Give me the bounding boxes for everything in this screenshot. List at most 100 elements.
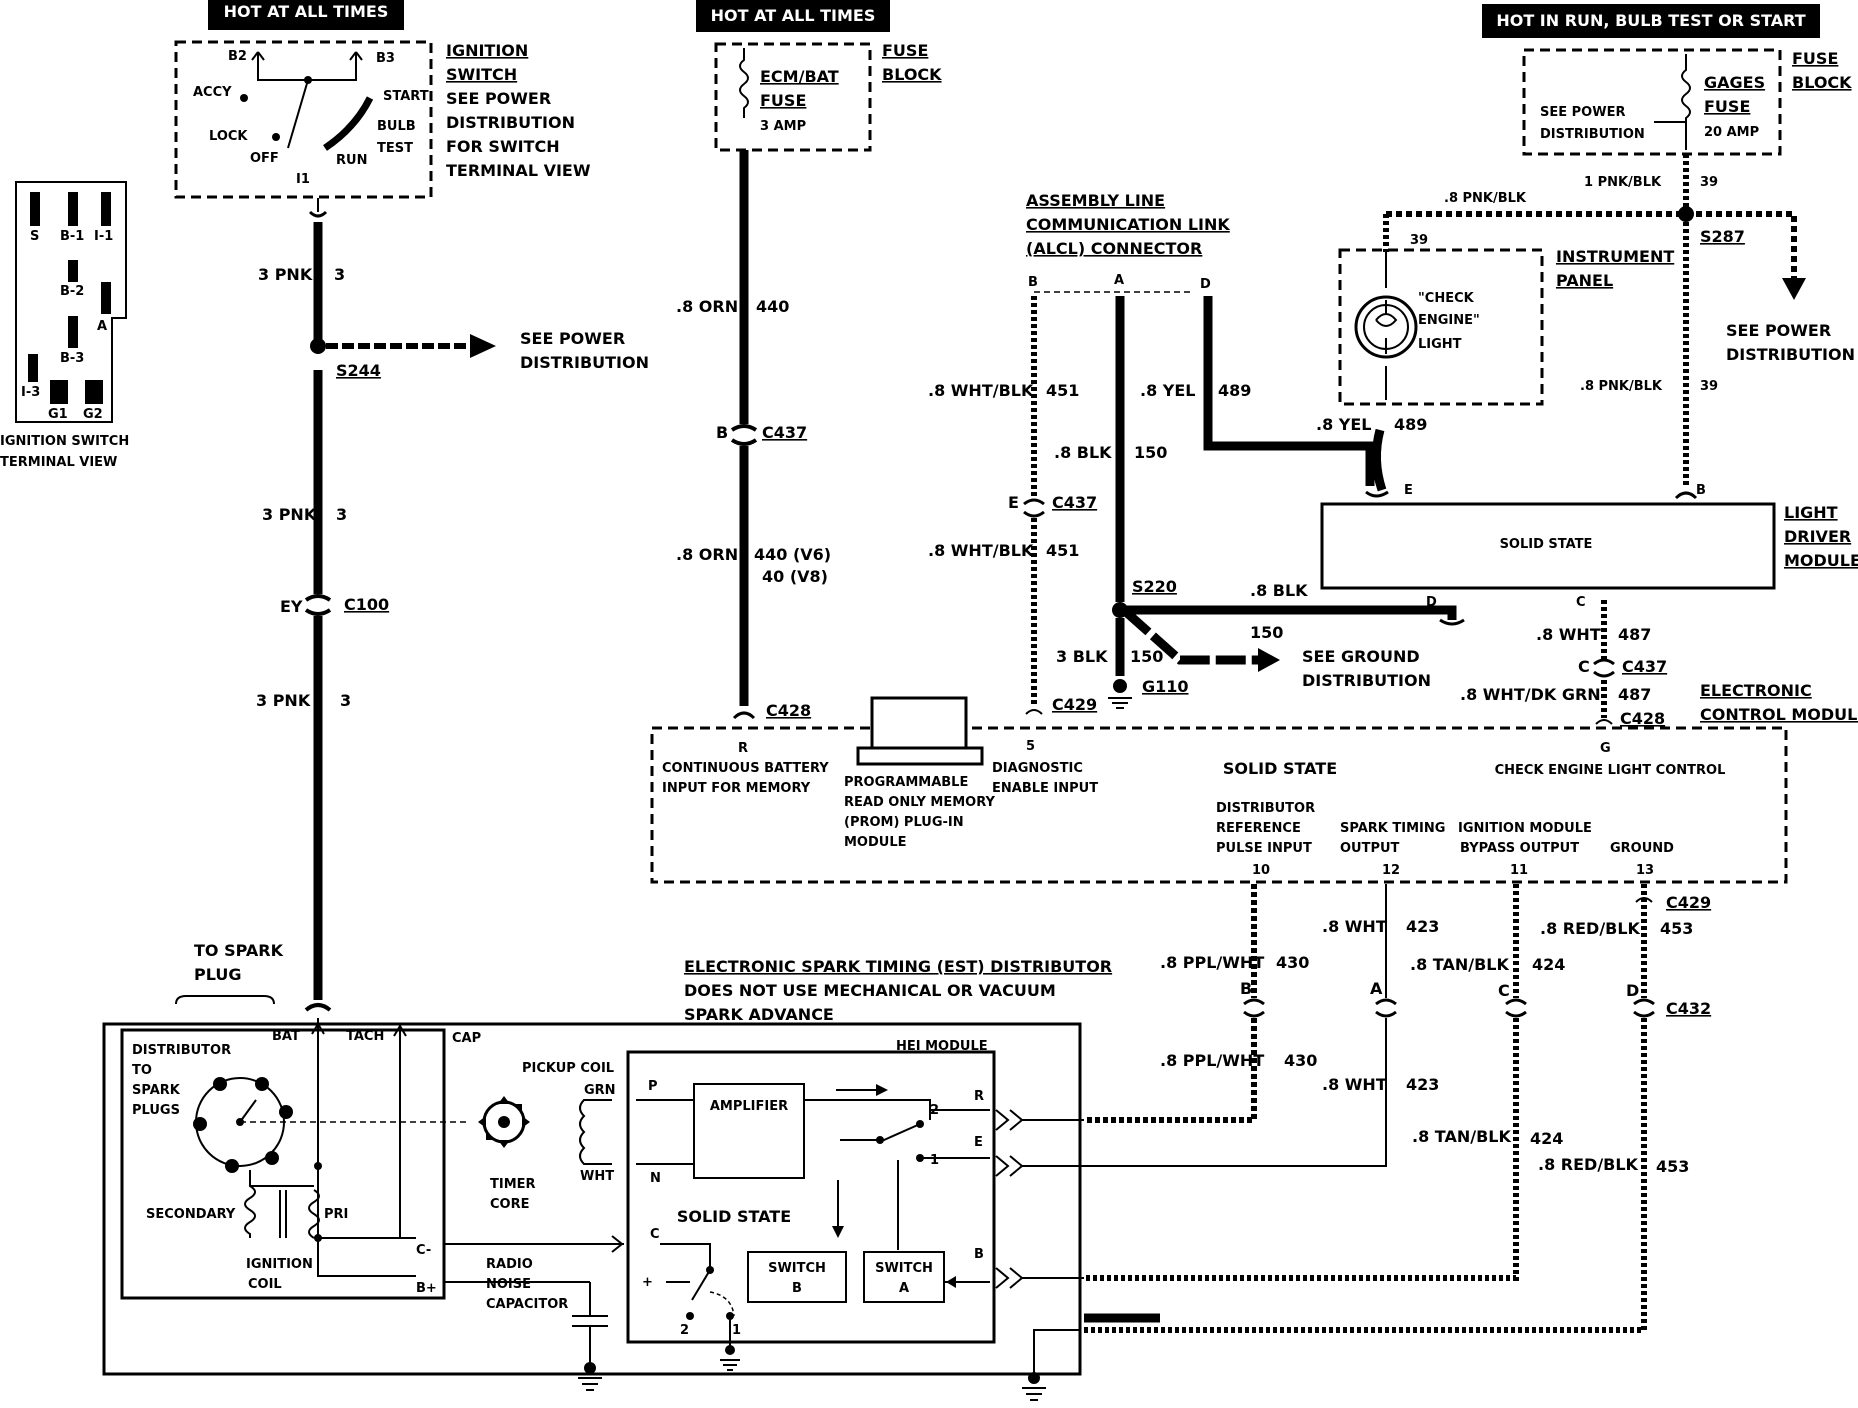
svg-text:TO SPARK: TO SPARK (194, 941, 284, 960)
svg-text:HEI MODULE: HEI MODULE (896, 1039, 988, 1054)
svg-text:IGNITION SWITCH: IGNITION SWITCH (0, 434, 129, 449)
svg-text:G: G (1600, 741, 1611, 756)
svg-text:C428: C428 (766, 701, 811, 720)
svg-text:+: + (642, 1275, 653, 1290)
ignition-switch: B2 B3 ACCY LOCK OFF RUN START BULB TEST … (174, 40, 433, 212)
svg-text:487: 487 (1618, 685, 1651, 704)
svg-text:BYPASS OUTPUT: BYPASS OUTPUT (1460, 841, 1579, 856)
svg-text:I1: I1 (296, 172, 310, 187)
svg-text:PROGRAMMABLE: PROGRAMMABLE (844, 775, 968, 790)
svg-text:150: 150 (1134, 443, 1167, 462)
svg-text:BAT: BAT (272, 1029, 300, 1044)
svg-text:D: D (1200, 277, 1211, 292)
svg-text:S244: S244 (336, 361, 381, 380)
svg-text:S: S (30, 229, 39, 244)
svg-text:WHT: WHT (580, 1169, 614, 1184)
svg-text:3: 3 (334, 265, 345, 284)
svg-text:.8 PNK/BLK: .8 PNK/BLK (1444, 191, 1527, 206)
est-distributor-label: ELECTRONIC SPARK TIMING (EST) DISTRIBUTO… (684, 957, 1112, 1024)
svg-text:.8 ORN: .8 ORN (676, 545, 738, 564)
svg-text:SOLID STATE: SOLID STATE (677, 1207, 791, 1226)
svg-text:C437: C437 (1622, 657, 1667, 676)
svg-text:.8 TAN/BLK: .8 TAN/BLK (1410, 955, 1509, 974)
distributor-assembly: DISTRIBUTOR TO SPARK PLUGS BAT TACH CAP … (102, 1018, 1082, 1401)
svg-text:C-: C- (416, 1243, 431, 1258)
alcl-connector: B A D (1023, 273, 1465, 715)
svg-text:OUTPUT: OUTPUT (1340, 841, 1400, 856)
svg-text:FUSE: FUSE (760, 91, 806, 110)
svg-text:INPUT FOR MEMORY: INPUT FOR MEMORY (662, 781, 811, 796)
svg-text:D: D (1426, 595, 1437, 610)
svg-text:SWITCH: SWITCH (768, 1261, 826, 1276)
svg-text:B: B (792, 1281, 802, 1296)
svg-text:B: B (716, 423, 728, 442)
svg-text:DOES NOT USE MECHANICAL OR VAC: DOES NOT USE MECHANICAL OR VACUUM (684, 981, 1056, 1000)
svg-text:MODULE: MODULE (844, 835, 907, 850)
svg-text:.8 PNK/BLK: .8 PNK/BLK (1580, 379, 1663, 394)
svg-text:IGNITION: IGNITION (446, 41, 528, 60)
svg-text:430: 430 (1284, 1051, 1317, 1070)
svg-text:A: A (899, 1281, 909, 1296)
svg-text:CHECK ENGINE LIGHT CONTROL: CHECK ENGINE LIGHT CONTROL (1495, 763, 1726, 778)
svg-text:BULB: BULB (377, 119, 416, 134)
svg-text:39: 39 (1700, 379, 1718, 394)
svg-text:TO: TO (132, 1063, 152, 1078)
svg-text:"CHECK: "CHECK (1418, 291, 1475, 306)
svg-text:RUN: RUN (336, 153, 367, 168)
svg-text:1: 1 (930, 1153, 939, 1168)
svg-text:.8 WHT/BLK: .8 WHT/BLK (928, 381, 1034, 400)
svg-text:5: 5 (1026, 739, 1035, 754)
svg-text:C100: C100 (344, 595, 389, 614)
svg-text:ENGINE": ENGINE" (1418, 313, 1480, 328)
svg-text:453: 453 (1656, 1157, 1689, 1176)
svg-text:B2: B2 (228, 49, 247, 64)
svg-text:DISTRIBUTOR: DISTRIBUTOR (1216, 801, 1315, 816)
svg-text:.8 PPL/WHT: .8 PPL/WHT (1160, 953, 1264, 972)
svg-text:.8 RED/BLK: .8 RED/BLK (1540, 919, 1641, 938)
svg-text:SOLID STATE: SOLID STATE (1223, 759, 1337, 778)
svg-text:1 PNK/BLK: 1 PNK/BLK (1584, 175, 1662, 190)
svg-text:IGNITION MODULE: IGNITION MODULE (1458, 821, 1592, 836)
svg-text:150: 150 (1250, 623, 1283, 642)
svg-text:(ALCL) CONNECTOR: (ALCL) CONNECTOR (1026, 239, 1202, 258)
svg-text:BLOCK: BLOCK (1792, 73, 1852, 92)
header-hot-in-run: HOT IN RUN, BULB TEST OR START (1482, 4, 1820, 38)
fuse-block-gages: GAGES FUSE 20 AMP SEE POWER DISTRIBUTION… (1522, 48, 1852, 156)
svg-text:3 BLK: 3 BLK (1056, 647, 1108, 666)
fuse-block-ecm-bat: ECM/BAT FUSE 3 AMP FUSE BLOCK (714, 41, 942, 152)
svg-text:I-1: I-1 (94, 229, 113, 244)
svg-text:.8 WHT/BLK: .8 WHT/BLK (928, 541, 1034, 560)
svg-text:MODULE: MODULE (1784, 551, 1858, 570)
svg-text:FUSE: FUSE (1704, 97, 1750, 116)
svg-text:20 AMP: 20 AMP (1704, 125, 1759, 140)
svg-text:C: C (1498, 981, 1510, 1000)
svg-text:IGNITION: IGNITION (246, 1257, 313, 1272)
ignition-switch-label: IGNITION SWITCH SEE POWER DISTRIBUTION F… (446, 41, 591, 180)
svg-text:G110: G110 (1142, 677, 1189, 696)
svg-text:C: C (1578, 657, 1590, 676)
svg-text:TEST: TEST (377, 141, 413, 156)
svg-text:39: 39 (1700, 175, 1718, 190)
svg-text:424: 424 (1532, 955, 1565, 974)
svg-text:39: 39 (1410, 233, 1428, 248)
svg-text:DISTRIBUTION: DISTRIBUTION (1302, 671, 1431, 690)
svg-text:DIAGNOSTIC: DIAGNOSTIC (992, 761, 1083, 776)
svg-text:451: 451 (1046, 541, 1079, 560)
svg-text:C: C (1576, 595, 1586, 610)
svg-text:G2: G2 (83, 407, 103, 422)
svg-text:READ ONLY MEMORY: READ ONLY MEMORY (844, 795, 996, 810)
to-spark-plug-label: TO SPARK PLUG (175, 941, 284, 1005)
svg-text:EY: EY (280, 597, 303, 616)
svg-text:D: D (1626, 981, 1639, 1000)
svg-text:C429: C429 (1052, 695, 1097, 714)
svg-text:DISTRIBUTION: DISTRIBUTION (1540, 127, 1645, 142)
svg-text:OFF: OFF (250, 151, 279, 166)
svg-text:TACH: TACH (346, 1029, 384, 1044)
orn-wire: .8 ORN 440 B C437 .8 ORN 440 (V6) 40 (V8… (676, 150, 831, 756)
svg-text:489: 489 (1218, 381, 1251, 400)
svg-text:489: 489 (1394, 415, 1427, 434)
svg-text:SEE POWER: SEE POWER (520, 329, 625, 348)
svg-text:SEE POWER: SEE POWER (1540, 105, 1625, 120)
svg-text:C: C (650, 1227, 660, 1242)
